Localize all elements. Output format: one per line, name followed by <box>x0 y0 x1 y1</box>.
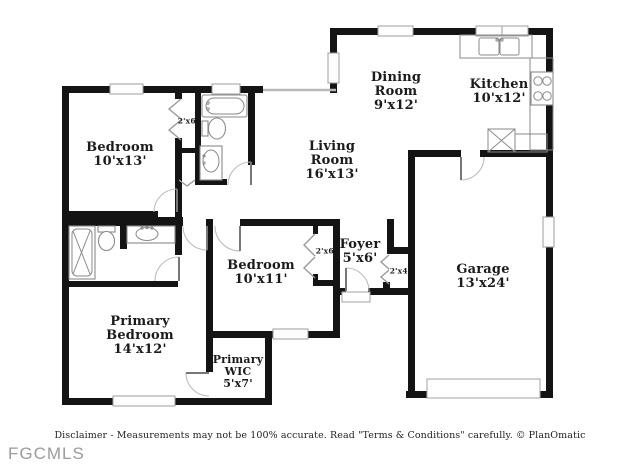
primary-hall-door-icon <box>182 225 208 251</box>
closet-label-hall: 2'x6' <box>177 116 199 126</box>
vanity-sink-icon <box>199 145 223 181</box>
primary-vanity-sink-icon <box>126 225 176 244</box>
fixtures <box>68 34 554 399</box>
kitchen-sink-icon <box>478 37 520 56</box>
toilet-icon <box>201 117 227 140</box>
windows <box>109 25 555 407</box>
disclaimer-text: Disclaimer - Measurements may not be 100… <box>54 430 586 441</box>
mls-watermark: FGCMLS <box>8 444 85 463</box>
door-swings <box>153 156 485 397</box>
stove-icon <box>530 71 554 106</box>
closet-label-bedroom3: 2'x6' <box>315 246 337 256</box>
window <box>377 25 414 37</box>
bedroom3-door-icon <box>214 225 241 252</box>
window <box>272 328 309 340</box>
window <box>109 83 144 95</box>
garage-entry-door-icon <box>460 156 485 181</box>
shower-icon <box>68 225 96 280</box>
bedroom2-door-icon <box>153 188 178 213</box>
window <box>211 83 241 95</box>
primary-bathroom-door-icon <box>154 256 180 282</box>
foyer-closet-bifold-icon <box>379 254 390 285</box>
hall-closet-bifold-icon <box>167 98 182 141</box>
primary-toilet-icon <box>97 225 116 252</box>
window <box>112 395 176 407</box>
window <box>542 216 555 248</box>
bifold-doors <box>167 98 390 285</box>
wic-door-icon <box>185 372 210 397</box>
bathtub-icon <box>201 94 248 118</box>
interior-walls <box>62 93 546 372</box>
front-stoop <box>341 291 371 303</box>
bedroom3-closet-bifold-icon <box>302 233 316 279</box>
closet-label-foyer: 2'x4' <box>389 266 411 276</box>
water-heater-icon <box>487 128 516 153</box>
window <box>327 52 340 84</box>
kitchen-shelf-icon <box>514 133 548 153</box>
hall-bathroom-door-icon <box>227 161 252 186</box>
linen-closet-bifold-icon <box>178 179 196 187</box>
garage-door <box>426 378 541 399</box>
front-door-icon <box>345 267 370 292</box>
